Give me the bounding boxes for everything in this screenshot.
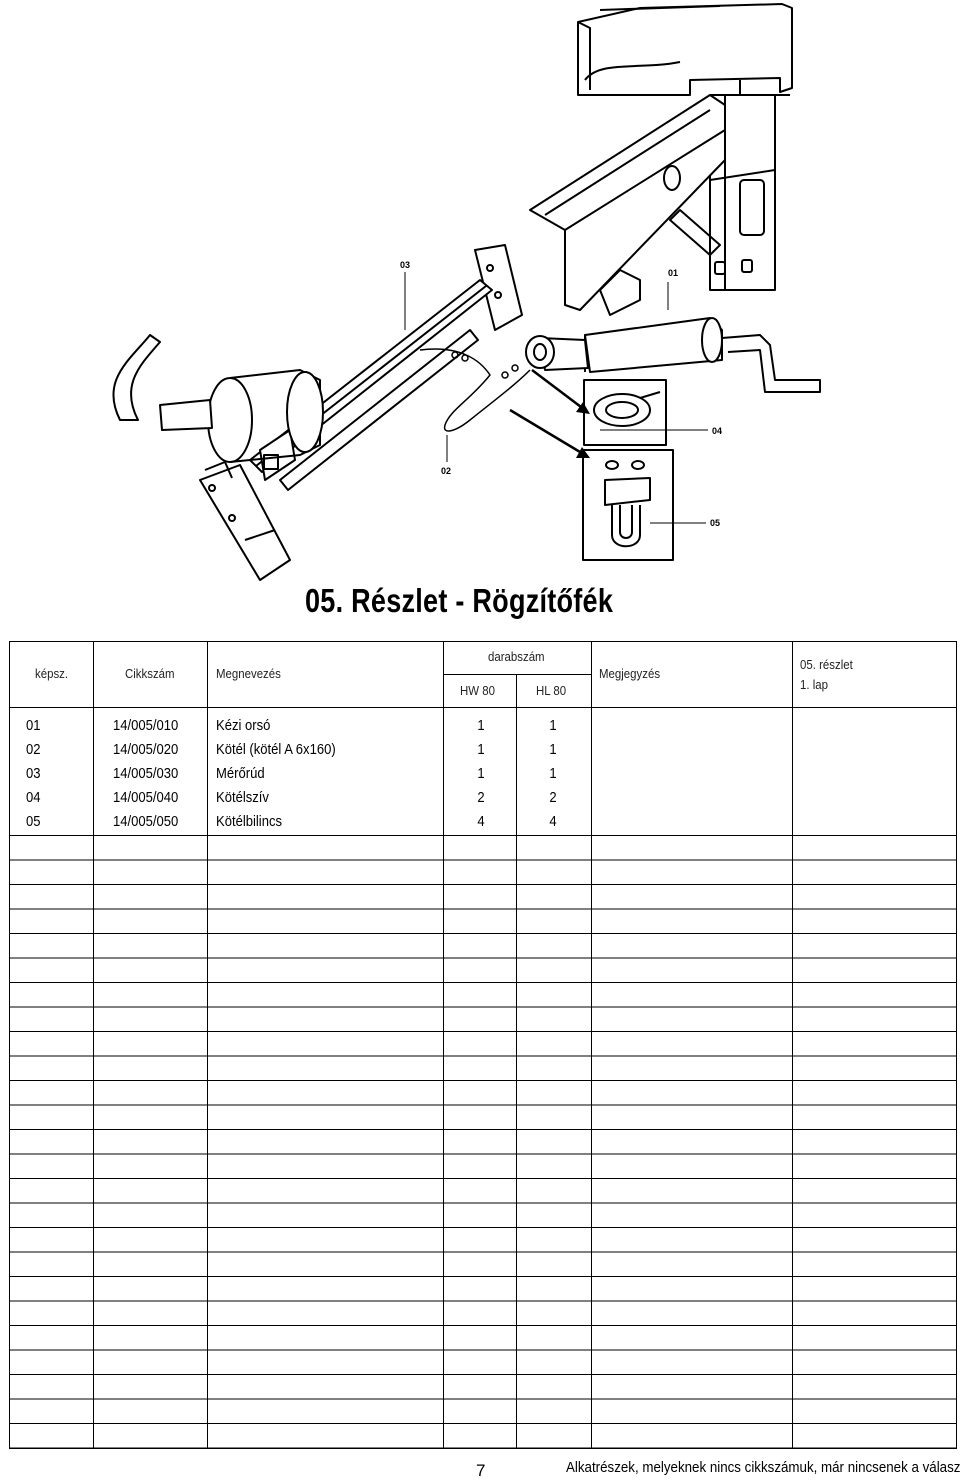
parking-brake-exploded-drawing [112,3,821,581]
header-section: 05. részlet [800,657,853,672]
hand-spindle-01 [525,317,821,393]
callout-leaders [404,272,708,524]
arrow-heads [576,402,590,458]
cell-megnevezes: Mérőrúd [216,766,265,782]
cell-hl80: 2 [549,790,557,806]
cell-megnevezes: Kézi orsó [216,718,271,734]
detail-arrows [509,369,586,457]
cell-kepsz: 03 [26,766,41,782]
frame-beam-upper [577,3,793,96]
cell-cikkszam: 14/005/050 [113,814,179,830]
cell-cikkszam: 14/005/020 [113,742,179,758]
cell-hw80: 1 [477,742,485,758]
page-title: 05. Részlet - Rögzítőfék [305,582,614,619]
header-kepsz: képsz. [35,666,69,681]
cell-kepsz: 05 [26,814,41,830]
drawbar-arm [529,94,726,316]
footer-note: Alkatrészek, melyeknek nincs cikkszámuk,… [566,1460,960,1476]
parts-table-grid [9,641,957,1449]
header-megnevezes: Megnevezés [216,666,281,681]
cell-hl80: 4 [549,814,557,830]
cell-hw80: 2 [477,790,485,806]
callout-02: 02 [441,466,452,476]
cell-hl80: 1 [549,742,557,758]
cable-clamp-05-inset [582,449,674,561]
header-cikkszam: Cikkszám [125,666,175,681]
cell-hw80: 4 [477,814,485,830]
cell-kepsz: 01 [26,718,41,734]
lower-bracket [199,461,291,581]
page-number: 7 [476,1461,486,1480]
cell-cikkszam: 14/005/040 [113,790,179,806]
callout-01: 01 [668,268,679,278]
callout-05: 05 [710,518,721,528]
brake-cylinder [112,334,324,463]
cell-kepsz: 02 [26,742,41,758]
cell-cikkszam: 14/005/030 [113,766,179,782]
header-sheet: 1. lap [800,677,828,692]
cell-hl80: 1 [549,766,557,782]
header-darabszam: darabszám [488,649,545,664]
header-hw80: HW 80 [460,683,495,698]
cell-hw80: 1 [477,718,485,734]
cell-megnevezes: Kötélbilincs [216,814,283,830]
header-hl80: HL 80 [536,683,567,698]
cell-megnevezes: Kötélszív [216,790,269,806]
cell-hw80: 1 [477,766,485,782]
cell-hl80: 1 [549,718,557,734]
cell-megnevezes: Kötél (kötél A 6x160) [216,742,336,758]
thimble-04-inset [583,379,667,446]
measuring-rod-03 [249,244,523,491]
frame-post [709,94,776,291]
callout-04: 04 [712,426,723,436]
cable-02 [419,348,531,432]
callout-03: 03 [400,260,411,270]
cell-cikkszam: 14/005/010 [113,718,179,734]
header-megjegyzes: Megjegyzés [599,666,661,681]
cell-kepsz: 04 [26,790,41,806]
